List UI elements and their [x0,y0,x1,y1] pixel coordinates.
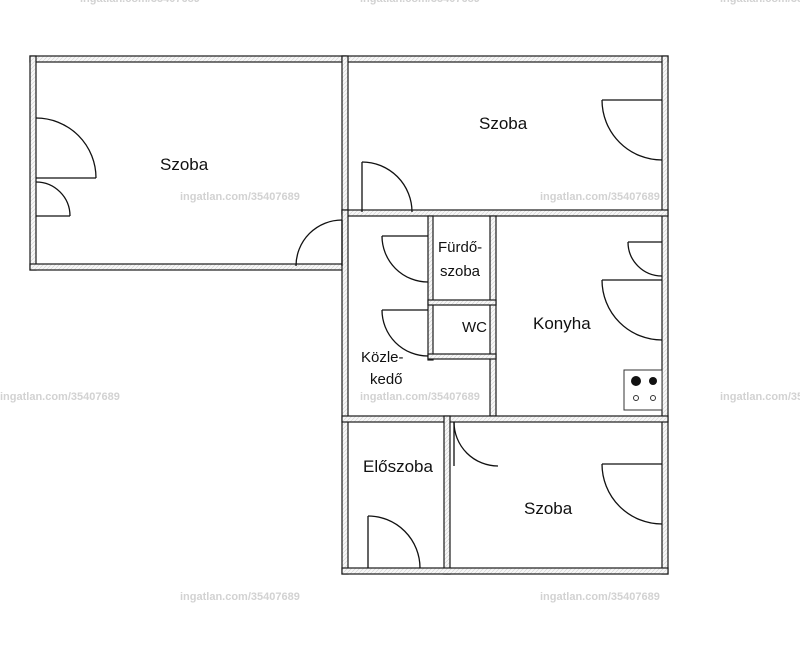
door-arc-kitchen-upper [627,241,663,277]
label-entry: Előszoba [363,457,433,476]
wall-under-top-right [341,209,669,217]
wall-above-entry [341,415,669,423]
wall-bottom [341,567,669,575]
door-arc-wc [381,309,429,357]
door-arc-top-right-lower [361,161,413,213]
wall-hallway-left [341,209,349,575]
watermarks: ingatlan.com/35407689 ingatlan.com/35407… [0,0,800,603]
wall-left-room-left [29,55,37,271]
door-arc-left-2 [35,181,71,217]
doors [35,99,663,569]
watermark-mid-center: ingatlan.com/35407689 [360,391,480,403]
label-bathroom-line2: szoba [440,263,481,280]
wall-left-room-top [29,55,347,63]
label-kitchen: Konyha [533,314,591,333]
door-arc-left-room-hall [295,219,343,267]
door-arc-top-right-window [601,99,663,161]
wall-wc-bottom [427,353,497,360]
wall-entry-right [443,415,451,575]
label-wc: WC [462,319,487,336]
watermark-bottom-left: ingatlan.com/35407689 [180,591,300,603]
label-bathroom-line1: Fürdő- [438,239,482,256]
door-arc-bottom-room-window [601,463,663,525]
watermark-upper-right: ingatlan.com/35407689 [540,191,660,203]
label-hallway-line1: Közle- [361,349,404,366]
door-arc-bottom-room [453,421,499,467]
walls [29,55,669,575]
wall-bath-wc-divider [427,299,497,306]
watermark-mid-right: ingatlan.com/35407689 [720,391,800,403]
door-arc-bathroom [381,235,429,283]
door-arc-left-1 [35,117,97,179]
watermark-top-left: ingatlan.com/35407689 [80,0,200,5]
wall-between-top-rooms [341,55,349,215]
door-arc-entry [367,515,421,569]
stove-icon [623,369,663,411]
room-labels: Szoba Szoba Fürdő- szoba WC Konyha Közle… [160,114,591,518]
watermark-bottom-right: ingatlan.com/35407689 [540,591,660,603]
watermark-top-right: ingatlan.com/35407689 [720,0,800,5]
wall-left-room-bottom [29,263,347,271]
watermark-top-mid: ingatlan.com/35407689 [360,0,480,5]
wall-top-right-top [341,55,669,63]
watermark-mid-left: ingatlan.com/35407689 [0,391,120,403]
label-room-bottom: Szoba [524,499,573,518]
door-arc-kitchen-lower [601,279,663,341]
wall-bath-left [427,215,434,361]
wall-top-right-right [661,55,669,575]
label-room-top-right: Szoba [479,114,528,133]
wall-bath-right [489,215,497,417]
label-room-left: Szoba [160,155,209,174]
label-hallway-line2: kedő [370,371,403,388]
watermark-upper-left: ingatlan.com/35407689 [180,191,300,203]
